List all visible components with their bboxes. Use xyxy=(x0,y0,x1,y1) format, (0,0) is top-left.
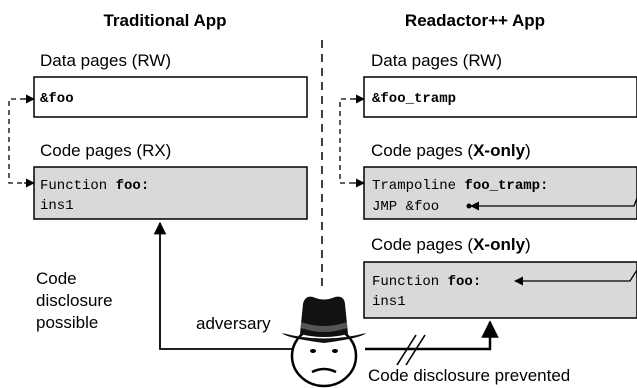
right-function-box xyxy=(363,261,637,319)
left-data-pages-label: Data pages (RW) xyxy=(40,51,171,70)
disclosure-possible-line-1: Code xyxy=(36,269,77,288)
disclosure-possible-line-3: possible xyxy=(36,313,98,332)
left-data-pointer: &foo xyxy=(40,91,74,107)
right-heading: Readactor++ App xyxy=(405,11,545,30)
right-trampoline-pages-label: Code pages (X-only) xyxy=(371,141,531,160)
adversary-figure xyxy=(282,296,366,388)
right-data-pages-label: Data pages (RW) xyxy=(371,51,502,70)
right-function-line-2: ins1 xyxy=(372,294,406,310)
right-disclosure-arrow xyxy=(365,320,499,351)
left-code-pages-box xyxy=(33,166,308,220)
blocked-slash-2 xyxy=(405,334,426,366)
left-code-line-1: Function foo: xyxy=(40,178,149,194)
right-data-pointer: &foo_tramp xyxy=(372,91,456,107)
jmp-target-arrow xyxy=(470,197,637,211)
spy-hat-icon xyxy=(282,296,366,343)
right-trampoline-line-2: JMP &foo xyxy=(372,199,439,215)
left-disclosure-arrow xyxy=(153,221,293,350)
left-pointer-connector xyxy=(8,98,34,184)
left-data-pages-box xyxy=(33,76,308,118)
right-pointer-connector xyxy=(339,98,364,184)
right-function-line-1: Function foo: xyxy=(372,274,481,290)
jmp-into-function-arrow xyxy=(514,269,637,286)
disclosure-prevented-text: Code disclosure prevented xyxy=(368,366,570,385)
blocked-slash-1 xyxy=(396,334,417,366)
left-code-line-2: ins1 xyxy=(40,198,74,214)
right-trampoline-box xyxy=(363,166,637,220)
right-data-pages-box xyxy=(363,76,637,118)
left-code-pages-label: Code pages (RX) xyxy=(40,141,171,160)
jmp-origin-dot xyxy=(466,203,472,209)
right-function-pages-label: Code pages (X-only) xyxy=(371,235,531,254)
left-heading: Traditional App xyxy=(103,11,226,30)
disclosure-possible-line-2: disclosure xyxy=(36,291,113,310)
right-trampoline-line-1: Trampoline foo_tramp: xyxy=(372,178,548,194)
adversary-label: adversary xyxy=(196,314,271,333)
